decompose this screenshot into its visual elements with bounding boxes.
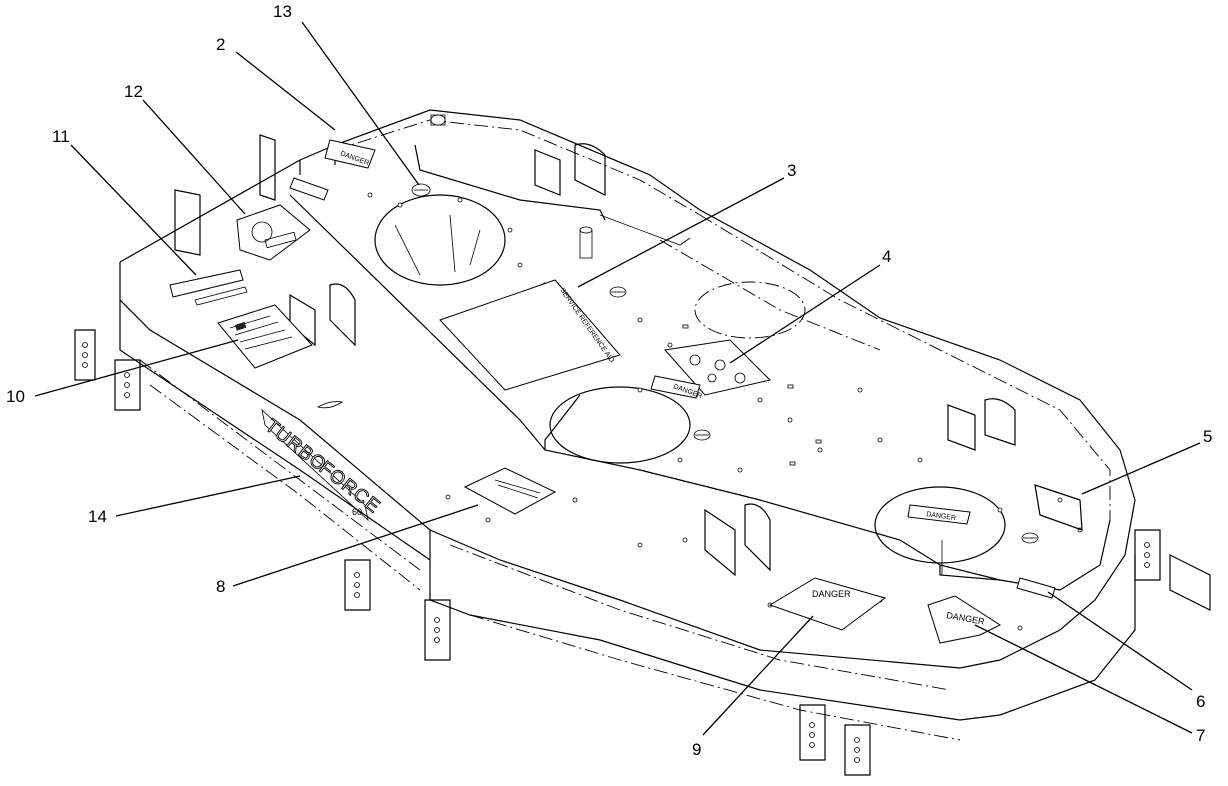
decal-12-belt [236, 204, 311, 261]
danger-large-text: DANGER [812, 589, 851, 599]
leader-7 [974, 624, 1193, 734]
danger-small-text: DANGER [926, 511, 957, 522]
mounting-holes [367, 192, 1083, 631]
left-post [174, 134, 276, 256]
spindle-cap [693, 429, 711, 441]
callout-14: 14 [88, 507, 107, 526]
leader-14 [115, 475, 301, 517]
spindle-cap [1021, 532, 1039, 544]
leader-13 [301, 21, 420, 186]
callout-3: 3 [787, 161, 796, 180]
leader-3 [577, 177, 785, 288]
left-blade-opening [374, 194, 506, 286]
callout-11: 11 [52, 127, 70, 146]
center-bracket [289, 283, 356, 347]
callout-6: 6 [1196, 692, 1205, 711]
rear-bracket [534, 143, 606, 196]
brand-size-text: 60 [352, 507, 362, 517]
leader-6 [1047, 591, 1193, 691]
callout-13: 13 [273, 2, 292, 21]
leader-11 [70, 144, 197, 276]
decal-danger-small-right: DANGER [907, 504, 971, 525]
leader-8 [232, 504, 479, 587]
callout-2: 2 [216, 35, 225, 54]
leader-lines [34, 21, 1201, 736]
callout-5: 5 [1203, 427, 1212, 446]
decal-9-danger-large: DANGER [768, 577, 887, 631]
leader-12 [142, 99, 246, 215]
leader-2 [235, 51, 336, 131]
right-height-plates [1134, 529, 1211, 611]
decal-10-instructions [217, 304, 313, 369]
spindle-cap [411, 183, 431, 197]
grease-fitting [430, 114, 446, 126]
decal-2-danger-rear: DANGER [324, 139, 376, 169]
right-blade-opening [874, 486, 1006, 564]
decal-3-service-reference: SERVICE REFERENCE AID [439, 279, 621, 391]
callout-9: 9 [692, 740, 701, 759]
callout-10: 10 [6, 387, 25, 406]
center-blade-opening [549, 386, 691, 464]
brackets [74, 134, 1211, 776]
callout-labels: 13 2 12 11 3 4 10 5 14 8 6 9 7 [6, 2, 1212, 759]
slots [316, 144, 691, 409]
decal-5-right-shield [1034, 484, 1083, 531]
callout-12: 12 [124, 82, 143, 101]
blade-openings [374, 194, 1006, 575]
front-bracket [704, 503, 771, 577]
spindle-caps [411, 114, 1039, 544]
callout-7: 7 [1196, 726, 1205, 745]
right-bracket [947, 398, 1016, 451]
leader-9 [702, 615, 814, 736]
callout-8: 8 [216, 577, 225, 596]
decal-7-danger-pentagon: DANGER [927, 595, 1002, 644]
front-height-plates [344, 559, 871, 776]
callout-4: 4 [882, 247, 891, 266]
spindle-cap [609, 286, 627, 298]
pulley-post [579, 226, 593, 259]
decal-11-height [169, 269, 248, 306]
decal-8-warning [463, 467, 557, 515]
leader-5 [1081, 442, 1201, 495]
leader-10 [34, 339, 239, 397]
decal-6-small [1016, 577, 1056, 599]
leader-4 [729, 264, 881, 364]
decal-small-rear [289, 177, 329, 201]
